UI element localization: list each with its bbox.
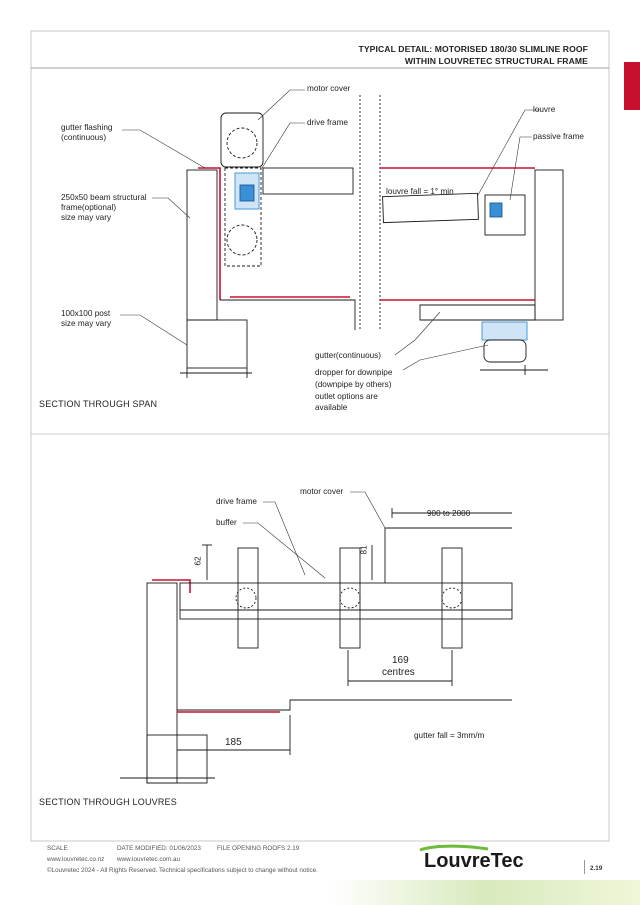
label-dropper-1: dropper for downpipe bbox=[315, 368, 393, 377]
louvre-2 bbox=[339, 547, 361, 649]
motor-cover bbox=[220, 112, 264, 168]
louvres-section bbox=[120, 508, 513, 784]
gutter-right bbox=[419, 304, 536, 321]
dim-185: 185 bbox=[225, 737, 242, 748]
drive-frame-outline bbox=[224, 167, 262, 267]
label-post-1: 100x100 post bbox=[61, 309, 111, 318]
footer-web-au[interactable]: www.louvretec.com.au bbox=[117, 856, 180, 863]
gutter-bottom bbox=[177, 699, 512, 711]
page-number: 2.19 bbox=[590, 865, 603, 872]
logo-text: LouvreTec bbox=[424, 850, 524, 872]
label-beam-2: frame(optional) bbox=[61, 203, 117, 212]
label-dropper-4: available bbox=[315, 403, 348, 412]
title-line-1: TYPICAL DETAIL: MOTORISED 180/30 SLIMLIN… bbox=[358, 44, 588, 54]
label-motor-cover: motor cover bbox=[307, 84, 351, 93]
dim-62: 62 bbox=[193, 556, 203, 566]
page-border bbox=[30, 30, 610, 842]
passive-frame bbox=[484, 194, 526, 236]
footer-scale: SCALE bbox=[47, 845, 68, 852]
label-gutter-flashing-continuous: (continuous) bbox=[61, 133, 107, 142]
label-louvre-fall: louvre fall = 1° min bbox=[386, 187, 454, 196]
louvres-flashing bbox=[152, 579, 191, 593]
footer-wave bbox=[330, 880, 640, 905]
label-louvre: louvre bbox=[533, 105, 556, 114]
label-post-2: size may vary bbox=[61, 319, 112, 328]
left-beam-block bbox=[186, 319, 248, 369]
label-dropper-3: outlet options are bbox=[315, 392, 378, 401]
title-line-2: WITHIN LOUVRETEC STRUCTURAL FRAME bbox=[404, 56, 588, 66]
label-louvres-drive-frame: drive frame bbox=[216, 497, 257, 506]
label-dropper-2: (downpipe by others) bbox=[315, 380, 392, 389]
section-louvres-title: SECTION THROUGH LOUVRES bbox=[39, 797, 177, 807]
footer-web-nz[interactable]: www.louvretec.co.nz bbox=[47, 856, 105, 863]
motor-circle-top bbox=[226, 127, 258, 159]
louvre-blade-top bbox=[262, 167, 354, 195]
span-section bbox=[180, 95, 564, 378]
dim-900-2000: 900 to 2000 bbox=[427, 509, 471, 518]
footer-file: FILE OPENING ROOFS 2.19 bbox=[217, 845, 300, 852]
gutter-flashing bbox=[198, 167, 221, 300]
louvres-left-post bbox=[146, 582, 178, 784]
logo-swoosh-icon bbox=[419, 844, 489, 852]
louvre-blade-right bbox=[382, 192, 479, 224]
dim-81: 81 bbox=[359, 545, 369, 555]
label-gutter-flashing: gutter flashing bbox=[61, 123, 113, 132]
label-beam-3: size may vary bbox=[61, 213, 112, 222]
label-gutter: gutter(continuous) bbox=[315, 351, 381, 360]
left-post bbox=[186, 169, 218, 321]
label-beam-1: 250x50 beam structural bbox=[61, 193, 147, 202]
footer-date: DATE MODIFIED: 01/06/2023 bbox=[117, 845, 201, 852]
label-drive-frame: drive frame bbox=[307, 118, 348, 127]
drive-frame-rail bbox=[179, 582, 513, 620]
label-passive-frame: passive frame bbox=[533, 132, 584, 141]
right-post bbox=[534, 169, 564, 321]
section-span-title: SECTION THROUGH SPAN bbox=[39, 399, 158, 409]
motor-circle-bottom bbox=[226, 224, 258, 256]
louvre-3 bbox=[441, 547, 463, 649]
label-louvres-motor-cover: motor cover bbox=[300, 487, 344, 496]
section-tab bbox=[624, 62, 640, 110]
footer-copyright: ©Louvretec 2024 - All Rights Reserved. T… bbox=[47, 867, 318, 874]
footer-separator bbox=[584, 860, 585, 874]
label-centres: centres bbox=[382, 667, 415, 678]
dropper bbox=[481, 321, 528, 341]
label-gutter-fall: gutter fall = 3mm/m bbox=[414, 731, 485, 740]
louvre-1 bbox=[235, 547, 259, 649]
louvretec-logo: LouvreTec bbox=[418, 844, 558, 876]
dim-169: 169 bbox=[392, 655, 409, 666]
label-buffer: buffer bbox=[216, 518, 237, 527]
downpipe-stub bbox=[483, 339, 527, 363]
